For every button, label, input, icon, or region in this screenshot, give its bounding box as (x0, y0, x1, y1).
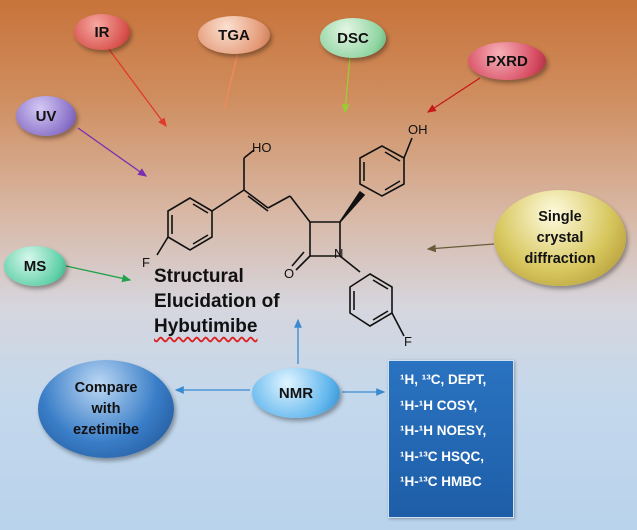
ms-label: MS (23, 257, 47, 275)
compare-label-1: Compare (74, 379, 138, 396)
tga-label: TGA (218, 26, 250, 44)
arrow-ms (65, 265, 132, 283)
title-line-1: Structural (154, 266, 244, 287)
arrow-uv (77, 127, 148, 177)
single-crystal-label-1: Single (538, 208, 582, 225)
nmr-experiment-3: ¹H-¹H NOESY, (400, 423, 487, 438)
f-left-label: F (142, 255, 150, 270)
ho-label: HO (252, 140, 272, 155)
uv-ellipse: UV (16, 96, 76, 136)
compare-label-3: ezetimibe (72, 421, 140, 438)
pxrd-label: PXRD (486, 52, 528, 70)
title-line-3: Hybutimibe (154, 316, 258, 337)
o-label: O (284, 266, 295, 281)
f-bottom-label: F (404, 334, 412, 349)
nmr-experiments-box: ¹H, ¹³C, DEPT, ¹H-¹H COSY, ¹H-¹H NOESY, … (388, 360, 514, 518)
compare-label-2: with (91, 400, 121, 417)
arrow-pxrd (426, 77, 481, 113)
ir-ellipse: IR (74, 14, 130, 50)
hybutimibe-structure (156, 137, 413, 337)
nmr-experiment-5: ¹H-¹³C HMBC (400, 474, 482, 489)
single-crystal-label-2: crystal (536, 229, 584, 246)
oh-label: OH (408, 122, 428, 137)
arrow-tga (223, 51, 239, 111)
tga-ellipse: TGA (198, 16, 270, 54)
title-line-2: Elucidation of (154, 291, 280, 312)
nmr-experiment-1: ¹H, ¹³C, DEPT, (400, 372, 487, 387)
single-crystal-ellipse: Single crystal diffraction (494, 190, 626, 286)
nmr-experiment-2: ¹H-¹H COSY, (400, 397, 478, 413)
pxrd-ellipse: PXRD (468, 42, 546, 80)
nmr-ellipse: NMR (252, 368, 340, 418)
n-label: N (334, 246, 344, 261)
single-crystal-label-3: diffraction (524, 250, 596, 267)
ms-ellipse: MS (4, 246, 66, 286)
diagram-title: Structural Elucidation of Hybutimibe (154, 264, 280, 339)
arrow-ir (107, 47, 167, 128)
dsc-ellipse: DSC (320, 18, 386, 58)
arrow-dsc (341, 55, 351, 114)
uv-label: UV (35, 107, 57, 125)
dsc-label: DSC (337, 29, 369, 47)
nmr-label: NMR (278, 384, 314, 402)
nmr-experiment-4: ¹H-¹³C HSQC, (400, 448, 484, 464)
compare-ellipse: Compare with ezetimibe (38, 360, 174, 458)
ir-label: IR (94, 23, 110, 41)
arrow-single-crystal (426, 243, 495, 253)
